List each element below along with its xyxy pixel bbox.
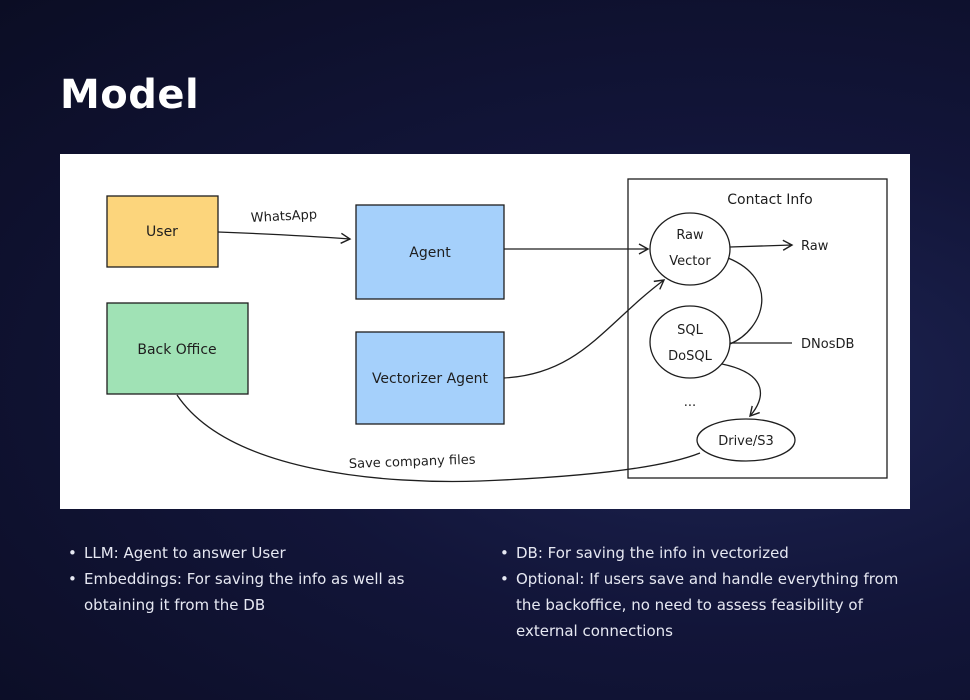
edge-vectorizer-to-raw-vector xyxy=(503,279,666,379)
bullet-optional: Optional: If users save and handle every… xyxy=(492,566,902,644)
drive-s3-label: Drive/S3 xyxy=(718,434,774,449)
vectorizer-agent-node xyxy=(355,331,505,425)
edge-raw-vector-to-raw xyxy=(729,239,794,251)
sql-node xyxy=(649,305,731,379)
bullet-embeddings: Embeddings: For saving the info as well … xyxy=(60,566,420,618)
edge-save-company-files-label: Save company files xyxy=(349,453,476,472)
architecture-diagram: Contact Info User Back Office Agent Vect… xyxy=(60,154,910,509)
back-office-node-label: Back Office xyxy=(137,342,216,358)
vectorizer-agent-node-label: Vectorizer Agent xyxy=(372,371,489,387)
raw-output-label: Raw xyxy=(801,239,829,254)
edge-sql-to-drive xyxy=(721,363,762,418)
contact-info-label: Contact Info xyxy=(727,192,812,208)
contact-info-container xyxy=(627,178,888,479)
more-stores-ellipsis: ... xyxy=(684,395,696,410)
raw-vector-node xyxy=(649,212,731,286)
agent-node xyxy=(355,204,505,300)
bullet-llm: LLM: Agent to answer User xyxy=(60,540,420,566)
sql-label-line1: SQL xyxy=(677,323,703,338)
bullet-db: DB: For saving the info in vectorized xyxy=(492,540,902,566)
bullet-list-left: LLM: Agent to answer User Embeddings: Fo… xyxy=(60,540,420,618)
edge-whatsapp-label: WhatsApp xyxy=(250,208,317,226)
page-title: Model xyxy=(60,72,200,118)
user-node-label: User xyxy=(146,224,178,240)
bullet-list-right: DB: For saving the info in vectorized Op… xyxy=(492,540,902,644)
edge-backoffice-to-drive xyxy=(176,394,701,483)
raw-vector-label-line1: Raw xyxy=(676,228,704,243)
dnosdb-output-label: DNosDB xyxy=(801,337,854,352)
drive-s3-node xyxy=(696,418,796,462)
sql-label-line2: DoSQL xyxy=(668,349,712,364)
user-node xyxy=(106,195,219,268)
back-office-node xyxy=(106,302,249,395)
raw-vector-label-line2: Vector xyxy=(669,254,711,269)
agent-node-label: Agent xyxy=(409,245,451,261)
edge-user-to-agent xyxy=(217,231,352,244)
edge-raw-vector-to-sql xyxy=(727,257,763,345)
